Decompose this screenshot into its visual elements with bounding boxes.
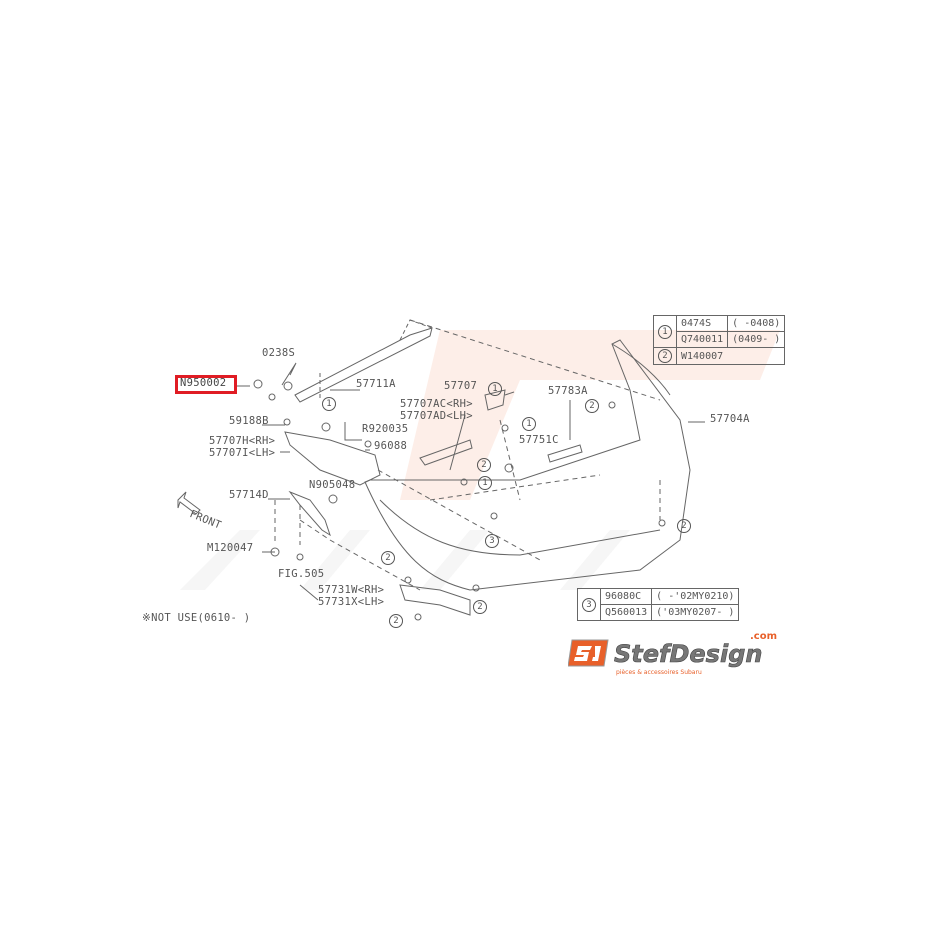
label-57704a[interactable]: 57704A <box>710 413 750 425</box>
legend-ref-2: 2 <box>658 349 672 363</box>
stefdesign-logo: StefDesign .com pièces & accessoires Sub… <box>568 630 790 676</box>
legend-ref-3: 3 <box>582 597 596 612</box>
label-57707[interactable]: 57707 <box>444 380 478 392</box>
callout-2: 2 <box>477 458 491 472</box>
legend-range: ( -0408) <box>727 315 786 332</box>
label-57707ac[interactable]: 57707AC<RH> <box>400 398 473 410</box>
label-57731w[interactable]: 57731W<RH> <box>318 584 385 596</box>
callout-2: 2 <box>389 614 403 628</box>
note-not-use: ※NOT USE(0610- ) <box>142 612 251 624</box>
legend-part: 96080C <box>599 588 653 605</box>
callout-2: 2 <box>381 551 395 565</box>
callout-1: 1 <box>522 417 536 431</box>
logo-brand: StefDesign <box>614 640 762 668</box>
label-57707h[interactable]: 57707H<RH> <box>209 435 276 447</box>
callout-2: 2 <box>585 399 599 413</box>
legend-table-top: 1 0474S( -0408) Q740011(0409- ) 2 W14000… <box>653 315 786 365</box>
callout-2: 2 <box>473 600 487 614</box>
legend-part: 0474S <box>675 315 729 332</box>
label-n950002[interactable]: N950002 <box>180 377 227 389</box>
legend-part: W140007 <box>675 347 786 365</box>
label-57751c[interactable]: 57751C <box>519 434 559 446</box>
label-96088[interactable]: 96088 <box>374 440 408 452</box>
logo-tagline: pièces & accessoires Subaru <box>616 669 702 676</box>
label-m120047[interactable]: M120047 <box>207 542 254 554</box>
legend-range: ('03MY0207- ) <box>651 604 740 621</box>
watermark-logo <box>180 330 780 590</box>
label-59188b[interactable]: 59188B <box>229 415 269 427</box>
callout-3: 3 <box>485 534 499 548</box>
legend-table-bottom: 3 96080C( -'02MY0210) Q560013('03MY0207-… <box>577 588 740 621</box>
label-57783a[interactable]: 57783A <box>548 385 588 397</box>
legend-range: ( -'02MY0210) <box>651 588 740 605</box>
label-57714d[interactable]: 57714D <box>229 489 269 501</box>
legend-part: Q560013 <box>599 604 653 621</box>
label-0238s[interactable]: 0238S <box>262 347 296 359</box>
highlight-box <box>175 375 237 394</box>
label-57731x[interactable]: 57731X<LH> <box>318 596 385 608</box>
logo-suffix: .com <box>750 631 777 642</box>
label-57711a[interactable]: 57711A <box>356 378 396 390</box>
callout-1: 1 <box>322 397 336 411</box>
label-57707i[interactable]: 57707I<LH> <box>209 447 276 459</box>
legend-part: Q740011 <box>675 331 729 348</box>
label-57707ad[interactable]: 57707AD<LH> <box>400 410 473 422</box>
callout-1: 1 <box>478 476 492 490</box>
callout-2: 2 <box>677 519 691 533</box>
callout-1: 1 <box>488 382 502 396</box>
legend-range: (0409- ) <box>727 331 786 348</box>
label-r920035[interactable]: R920035 <box>362 423 409 435</box>
label-n905048[interactable]: N905048 <box>309 479 356 491</box>
label-fig505[interactable]: FIG.505 <box>278 568 325 580</box>
legend-ref-1: 1 <box>658 324 672 339</box>
